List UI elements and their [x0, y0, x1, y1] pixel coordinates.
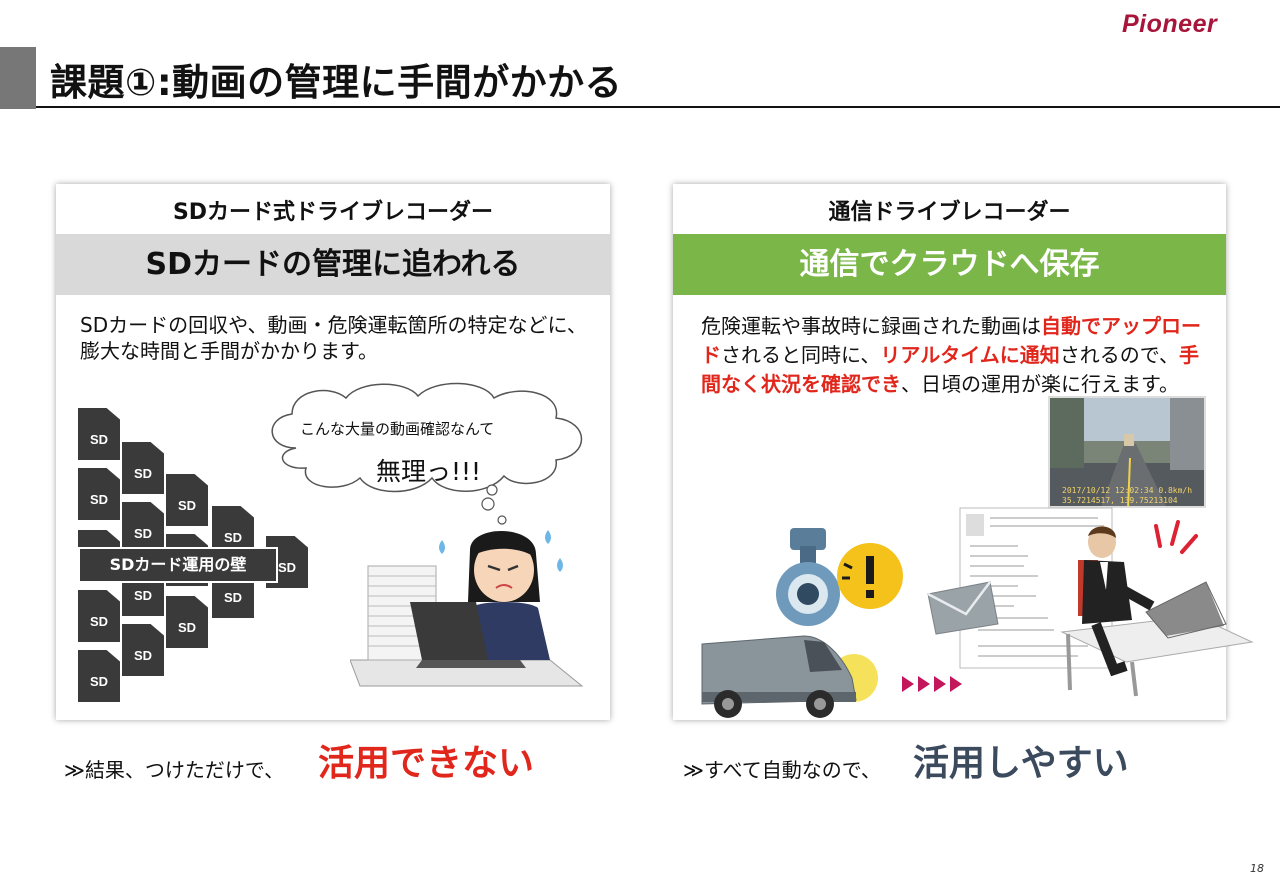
sd-wall-label: SDカード運用の壁: [80, 549, 276, 581]
sd-card-icon: SD: [122, 502, 164, 554]
desc-part-4: 、日頃の運用が楽に行えます。: [901, 372, 1179, 396]
dashcam-footage-photo: [1048, 396, 1206, 508]
result-right-prefix: ≫すべて自動なので、: [683, 758, 881, 782]
sd-recorder-heading: SDカード式ドライブレコーダー: [172, 200, 494, 225]
title-divider: [36, 106, 1280, 108]
dashcam-readout: 2017/10/12 12:02:34 0.8km/h 35.7214517, …: [1062, 486, 1193, 505]
bubble-text-small: こんな大量の動画確認なんて: [300, 420, 495, 438]
office-worker-illustration: [1060, 520, 1254, 697]
sd-card-icon: SD: [166, 596, 208, 648]
desc-part-2: されると同時に、: [721, 343, 881, 367]
result-left-emphasis: 活用できない: [318, 743, 535, 784]
desc-highlight-realtime-notify: リアルタイムに通知: [880, 343, 1060, 367]
title-accent-bar: [0, 47, 36, 109]
sd-card-icon: SD: [78, 408, 120, 460]
sd-recorder-description: SDカードの回収や、動画・危険運転箇所の特定などに、膨大な時間と手間がかかります…: [80, 313, 587, 363]
sd-recorder-band: SDカードの管理に追われる: [56, 234, 610, 295]
desc-part-3: されるので、: [1059, 343, 1180, 367]
pioneer-logo: Pioneer: [1122, 10, 1218, 38]
sd-card-icon: SD: [166, 474, 208, 526]
connected-recorder-heading: 通信ドライブレコーダー: [828, 200, 1071, 225]
thought-dots-icon: [481, 497, 507, 525]
transfer-arrows-icon: [902, 676, 962, 692]
page-title: 課題①:動画の管理に手間がかかる: [50, 61, 623, 104]
result-left-prefix: ≫結果、つけただけで、: [64, 758, 285, 782]
connected-recorder-band: 通信でクラウドへ保存: [673, 234, 1226, 295]
connected-recorder-description: 危険運転や事故時に録画された動画は自動でアップロードされると同時に、リアルタイム…: [701, 312, 1211, 399]
overwhelmed-worker-illustration: [350, 530, 584, 687]
page-number: 18: [1250, 862, 1264, 875]
result-right-emphasis: 活用しやすい: [913, 743, 1129, 784]
sd-card-icon: SD: [78, 590, 120, 642]
delivery-van-illustration: [701, 635, 878, 718]
thought-bubble-icon: [271, 382, 583, 496]
mail-envelope-icon: [927, 581, 999, 635]
sd-card-icon: SD: [78, 468, 120, 520]
bubble-text-big: 無理っ!!!: [376, 457, 482, 486]
sd-card-icon: SD: [122, 442, 164, 494]
desc-highlight-easy-check: 手間なく状況を確認でき: [701, 343, 1200, 396]
desc-highlight-auto-upload: 自動でアップロード: [701, 314, 1201, 367]
dashcam-device-icon: [776, 528, 840, 626]
sd-card-icon: SD: [78, 650, 120, 702]
desc-part-1: 危険運転や事故時に録画された動画は: [701, 314, 1041, 338]
alert-exclamation-icon: [837, 543, 903, 609]
sd-card-icon: SD: [122, 624, 164, 676]
